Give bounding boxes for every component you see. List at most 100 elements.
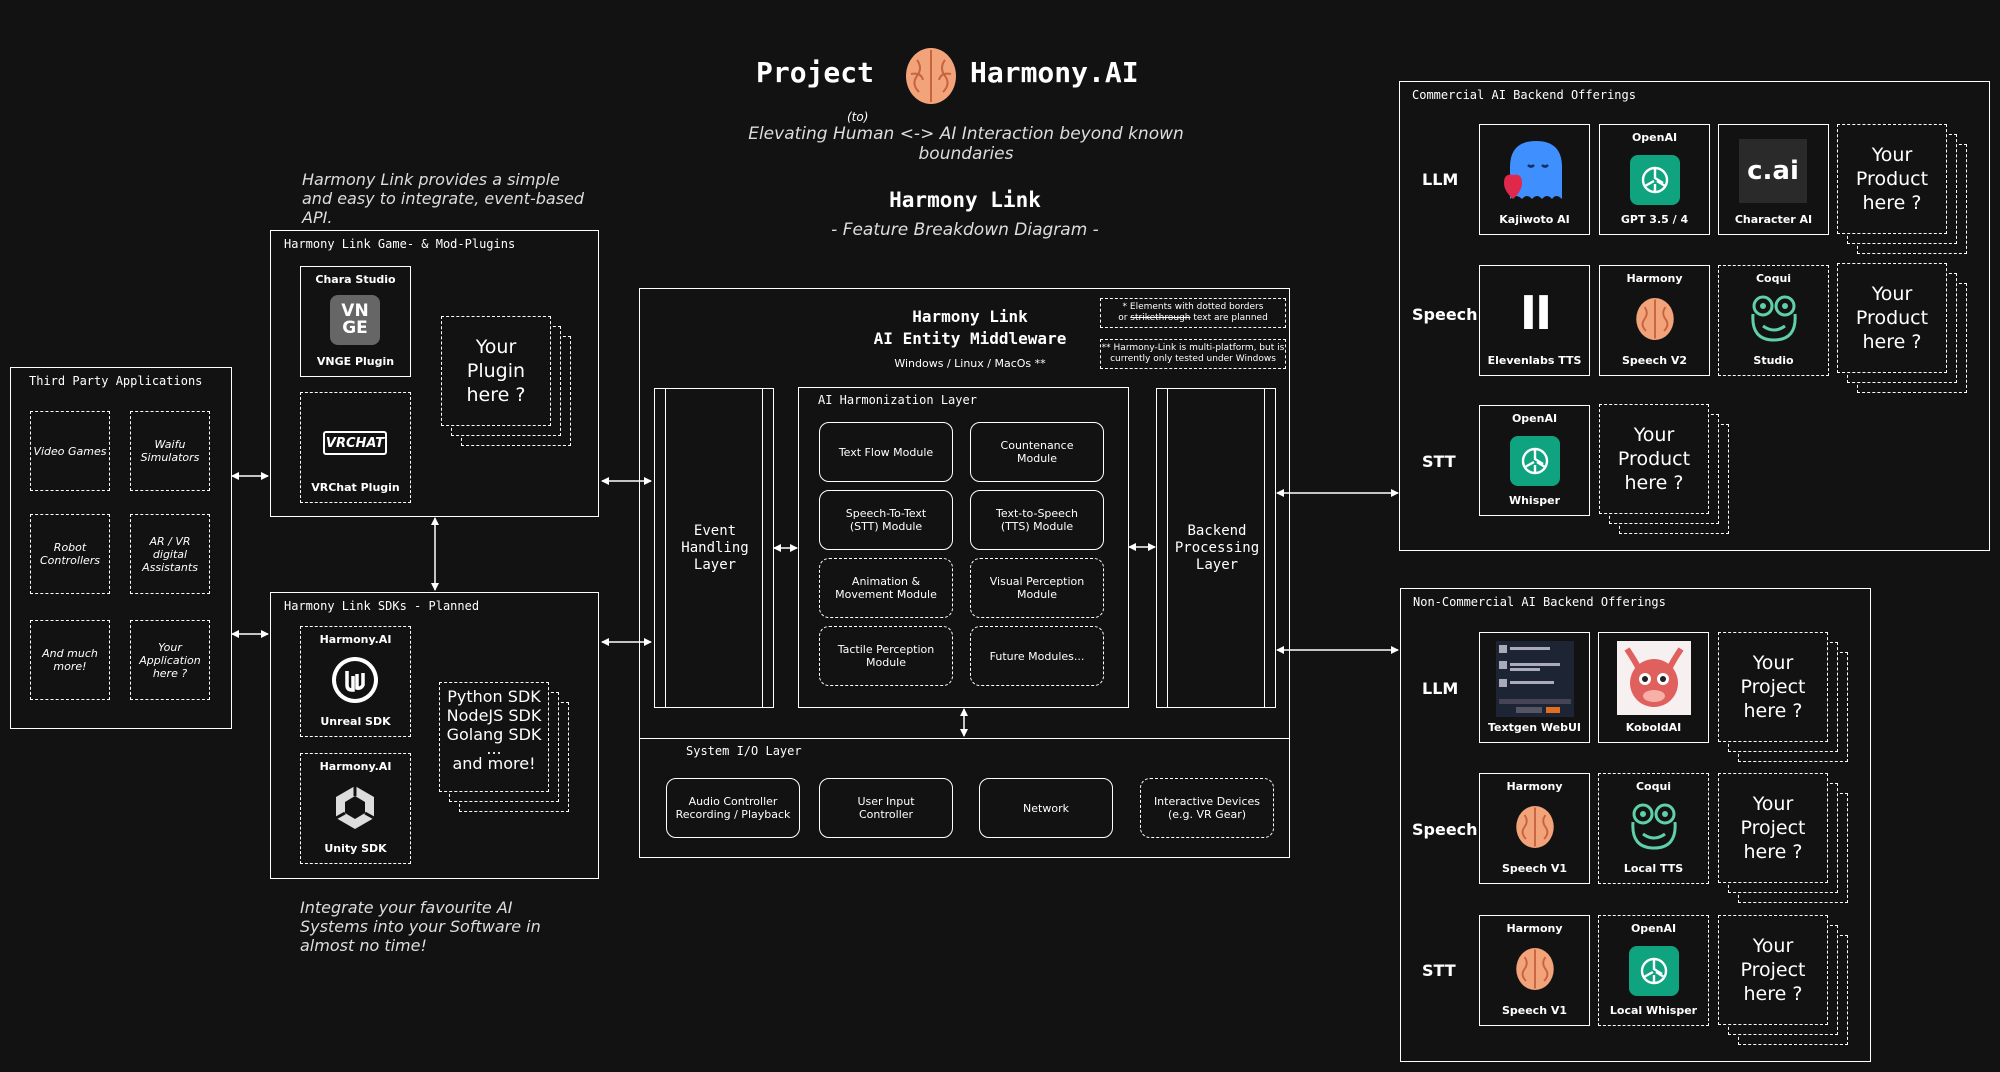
sdk-list-item: ... [486,739,502,758]
event-handling-label: Event Handling Layer [681,522,749,573]
kajiwoto-label: Kajiwoto AI [1499,213,1570,226]
harmony-header: Harmony [1506,922,1563,935]
harmonization-title: AI Harmonization Layer [818,393,977,407]
local-tts-label: Local TTS [1623,862,1684,875]
elevenlabs-icon: II [1500,286,1570,340]
third-party-title: Third Party Applications [29,374,203,388]
row-label-llm: LLM [1422,170,1459,189]
interactive-devices: Interactive Devices (e.g. VR Gear) [1140,778,1274,838]
coqui-header: Coqui [1755,272,1792,285]
vrchat-plugin-card: VRCHAT VRChat Plugin [300,392,411,503]
openai-icon [1510,436,1560,486]
plugins-panel: Harmony Link Game- & Mod-Plugins Chara S… [270,230,599,517]
your-project-stack-llm: Your Project here ? [1718,632,1850,764]
elevenlabs-logo-text: II [1519,286,1552,340]
unreal-sdk-card: Harmony.AI Unreal SDK [300,626,411,737]
platform-note-line2: currently only tested under Windows [1110,354,1276,364]
local-whisper-label: Local Whisper [1609,1004,1698,1017]
future-modules: Future Modules... [970,626,1104,686]
coqui-local-tts-card: Coqui Local TTS [1598,773,1709,884]
unity-icon [330,782,380,832]
user-input-controller: User Input Controller [819,778,953,838]
planned-note-line2: or strikethrough text are planned [1118,313,1268,323]
third-party-item: And much more! [30,620,110,700]
middleware-title-2: AI Entity Middleware [873,329,1067,348]
sysio-title: System I/O Layer [686,744,802,758]
harmony-stt-v1-card: Harmony Speech V1 [1479,915,1590,1026]
commercial-title: Commercial AI Backend Offerings [1412,88,1636,102]
unreal-sdk-label: Unreal SDK [320,715,391,728]
local-whisper-card: OpenAI Local Whisper [1598,915,1709,1026]
row-label-speech: Speech [1412,305,1478,324]
your-plugin-stack: Your Plugin here ? [441,316,571,456]
your-project-text: Your Project here ? [1740,652,1806,722]
your-product-stack-stt: Your Product here ? [1599,404,1731,536]
unity-sdk-label: Unity SDK [324,842,387,855]
event-handling-layer: Event Handling Layer [654,388,774,708]
text-flow-module: Text Flow Module [819,422,953,482]
brain-icon [903,46,959,106]
textgen-label: Textgen WebUI [1488,721,1581,734]
stt-module: Speech-To-Text (STT) Module [819,490,953,550]
third-party-panel: Third Party Applications Video Games Wai… [10,367,232,729]
coqui-header: Coqui [1635,780,1672,793]
unity-header: Harmony.AI [319,760,392,773]
unreal-icon [330,655,380,705]
harmony-speech-v1-card: Harmony Speech V1 [1479,773,1590,884]
sdk-list-item: Python SDK [447,687,541,706]
diagram-subtitle: - Feature Breakdown Diagram - [831,220,1099,240]
your-product-stack-llm: Your Product here ? [1837,124,1969,256]
planned-note: * Elements with dotted borders or strike… [1100,298,1286,328]
your-project-stack-speech: Your Project here ? [1718,773,1850,905]
plugins-title: Harmony Link Game- & Mod-Plugins [284,237,516,251]
harmony-speech-v2-card: Harmony Speech V2 [1599,265,1710,376]
cai-logo-text: c.ai [1747,156,1799,186]
brain-icon [1514,946,1556,992]
brain-icon [1634,296,1676,342]
brain-icon [1514,804,1556,850]
gpt-header: OpenAI [1631,131,1678,144]
koboldai-label: KoboldAI [1625,721,1682,734]
audio-controller: Audio Controller Recording / Playback [666,778,800,838]
sdk-list: Python SDK NodeJS SDK Golang SDK ... and… [439,687,549,773]
commercial-panel: Commercial AI Backend Offerings LLM Spee… [1399,81,1990,551]
whisper-label: Whisper [1508,494,1561,507]
coqui-studio-card: Coqui Studio [1718,265,1829,376]
whisper-card: OpenAI Whisper [1479,405,1590,516]
your-plugin-text: Your Plugin here ? [466,336,526,406]
third-party-item: Waifu Simulators [130,411,210,491]
textgen-card: Textgen WebUI [1479,632,1590,743]
backend-processing-label: Backend Processing Layer [1174,522,1260,573]
tactile-perception-module: Tactile Perception Module [819,626,953,686]
third-party-item: Video Games [30,411,110,491]
platforms-text: Windows / Linux / MacOs ** [894,357,1046,370]
platform-note-line1: ** Harmony-Link is multi-platform, but i… [1101,343,1285,353]
whisper-header: OpenAI [1511,412,1558,425]
character-ai-label: Character AI [1734,213,1813,226]
backend-processing-layer: Backend Processing Layer [1156,388,1276,708]
vrchat-logo-icon: VRCHAT [323,431,387,455]
sdks-panel: Harmony Link SDKs - Planned Harmony.AI U… [270,592,599,879]
countenance-module: Countenance Module [970,422,1104,482]
project-title-right: Harmony.AI [970,56,1139,89]
third-party-item: Your Application here ? [130,620,210,700]
sdks-title: Harmony Link SDKs - Planned [284,599,480,613]
vrchat-plugin-label: VRChat Plugin [311,481,400,494]
koboldai-card: KoboldAI [1598,632,1709,743]
textgen-screenshot-icon [1496,641,1574,717]
cai-logo-icon: c.ai [1739,139,1807,203]
your-project-text: Your Project here ? [1740,793,1806,863]
vrchat-logo-text: VRCHAT [325,435,385,451]
your-product-stack-speech: Your Product here ? [1837,263,1969,395]
more-sdks-stack: Python SDK NodeJS SDK Golang SDK ... and… [439,682,569,822]
your-project-stack-stt: Your Project here ? [1718,915,1850,1047]
elevenlabs-card: II Elevenlabs TTS [1479,265,1590,376]
coqui-studio-label: Studio [1753,354,1794,367]
noncommercial-title: Non-Commercial AI Backend Offerings [1413,595,1666,609]
openai-icon [1630,155,1680,205]
vnge-plugin-card: Chara Studio VN GE VNGE Plugin [300,266,411,377]
kajiwoto-ghost-icon [1498,135,1570,207]
row-label-llm: LLM [1422,679,1459,698]
sdk-list-item: Golang SDK [446,725,542,744]
